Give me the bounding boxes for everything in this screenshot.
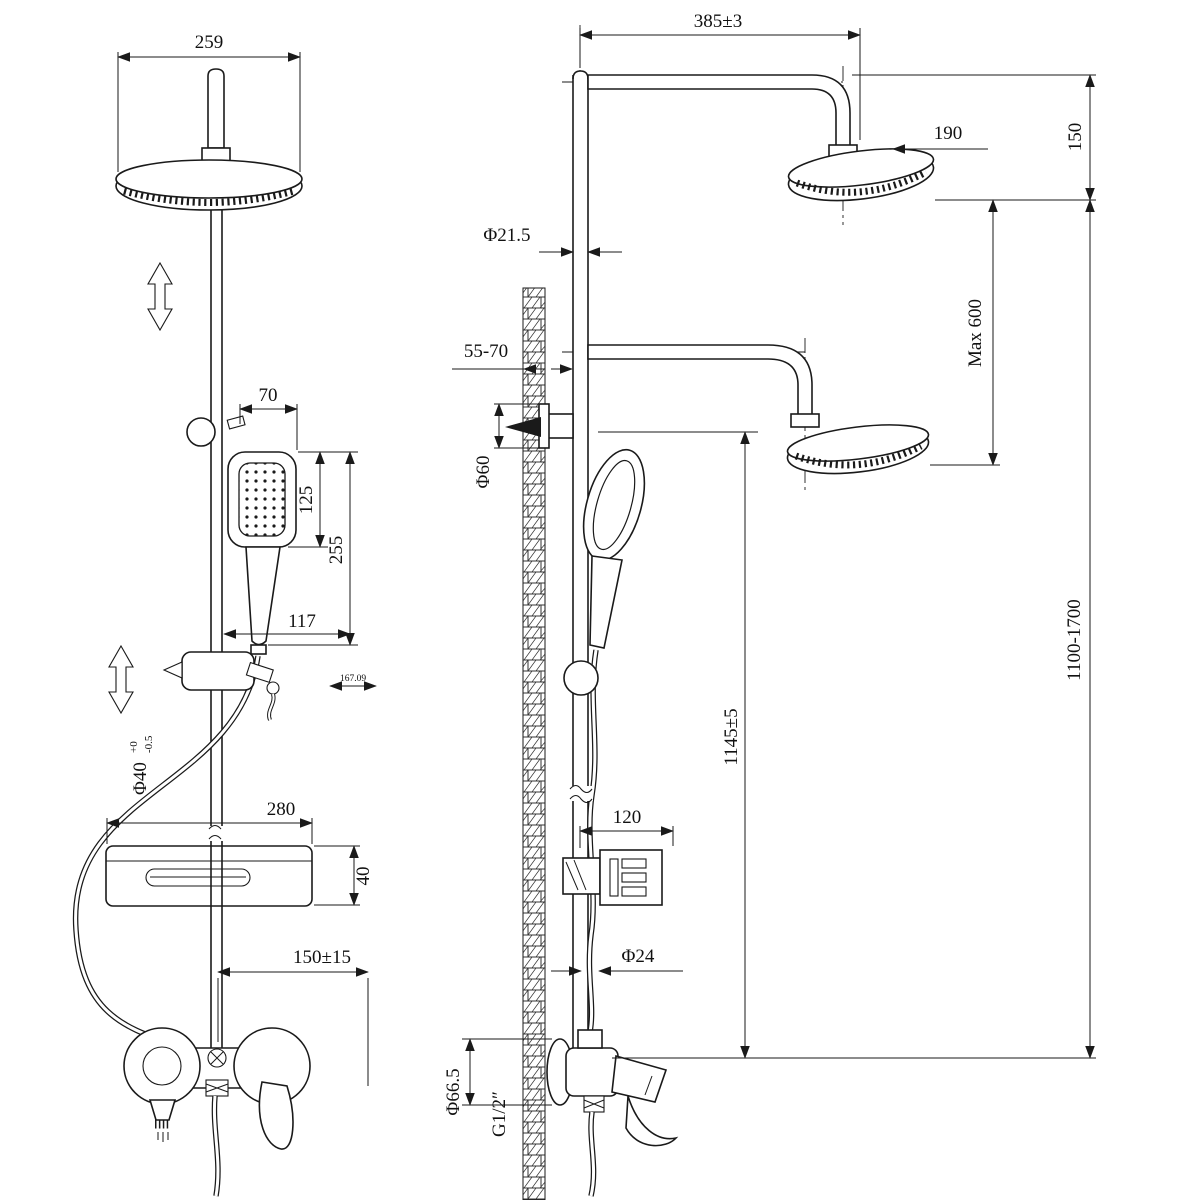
dim-arm-length: 385±3 (694, 11, 742, 32)
height-adjust-arrow-icon (147, 261, 173, 332)
side-mixer-spout (611, 1054, 668, 1103)
dim-head-width: 259 (195, 32, 224, 53)
front-view: 259 70 125 255 117 167.09 Φ40 +0 -0.5 28… (72, 32, 377, 1197)
side-mixer-handle (625, 1095, 679, 1147)
front-shelf (105, 845, 313, 907)
dim-wall-clearance: 55-70 (464, 341, 508, 362)
dim-flange-dia: Φ66.5 (443, 1068, 464, 1115)
side-pipe-break (569, 784, 593, 804)
side-view: 385±3 190 150 Max 600 Φ21.5 55-70 Φ60 11… (443, 11, 1096, 1200)
dim-shelf-depth: 40 (353, 867, 374, 886)
dim-bracket-detail: 167.09 (340, 674, 366, 684)
side-lower-shower-head (786, 424, 930, 475)
dim-handshower-offset: 70 (259, 385, 278, 406)
dim-hose-dia: Φ24 (622, 946, 655, 967)
front-pipe-break (207, 824, 226, 841)
front-mixer-handle (258, 1081, 294, 1150)
side-rain-shower-head (787, 148, 935, 202)
side-lower-arm (587, 344, 820, 428)
dim-bracket-width: 117 (288, 611, 316, 632)
wall-section (522, 287, 546, 1200)
front-dimensions: 259 70 125 255 117 167.09 Φ40 +0 -0.5 28… (106, 32, 377, 1086)
side-riser-pipe (572, 70, 589, 1048)
dim-handshower-total: 255 (326, 536, 347, 565)
dim-column-height: 1100-1700 (1064, 599, 1085, 681)
dim-thread-size: G1/2″ (489, 1091, 510, 1137)
front-rain-shower-head (115, 68, 303, 211)
side-top-arm (587, 74, 858, 159)
front-hand-shower (186, 415, 297, 655)
dim-head-height: 150 (1065, 123, 1086, 152)
side-soap-dish (562, 849, 663, 906)
dim-escutcheon-dia: Φ60 (473, 456, 494, 489)
dim-shelf-width: 280 (267, 799, 296, 820)
dim-column-diameter: Φ40 +0 -0.5 (128, 735, 155, 795)
dim-handset-height: 1145±5 (721, 708, 742, 765)
side-dimensions: 385±3 190 150 Max 600 Φ21.5 55-70 Φ60 11… (443, 11, 1096, 1137)
dim-handshower-head: 125 (296, 486, 317, 515)
dim-dish-width: 120 (613, 807, 642, 828)
front-slider-bracket (162, 651, 280, 721)
dim-head-dia: 190 (934, 123, 963, 144)
slider-adjust-arrow-icon (108, 644, 134, 715)
front-riser-pipe (210, 200, 223, 1050)
side-mixer-body (546, 1029, 679, 1197)
mount-direction-arrow-icon (505, 417, 541, 437)
dim-max-height: Max 600 (965, 299, 986, 367)
dim-column-dia-tol-lower: -0.5 (143, 735, 155, 753)
dim-inlet-spacing: 150±15 (293, 947, 351, 968)
front-mixer-spout (148, 1099, 177, 1121)
wall-mount-bracket (505, 403, 574, 449)
front-mixer-body (123, 1027, 311, 1197)
dim-column-dia-value: Φ40 (130, 762, 151, 795)
side-hand-shower (563, 448, 646, 1033)
side-shower-holder (563, 660, 599, 696)
dim-pipe-dia: Φ21.5 (483, 225, 530, 246)
dim-column-dia-tol-upper: +0 (128, 741, 140, 753)
